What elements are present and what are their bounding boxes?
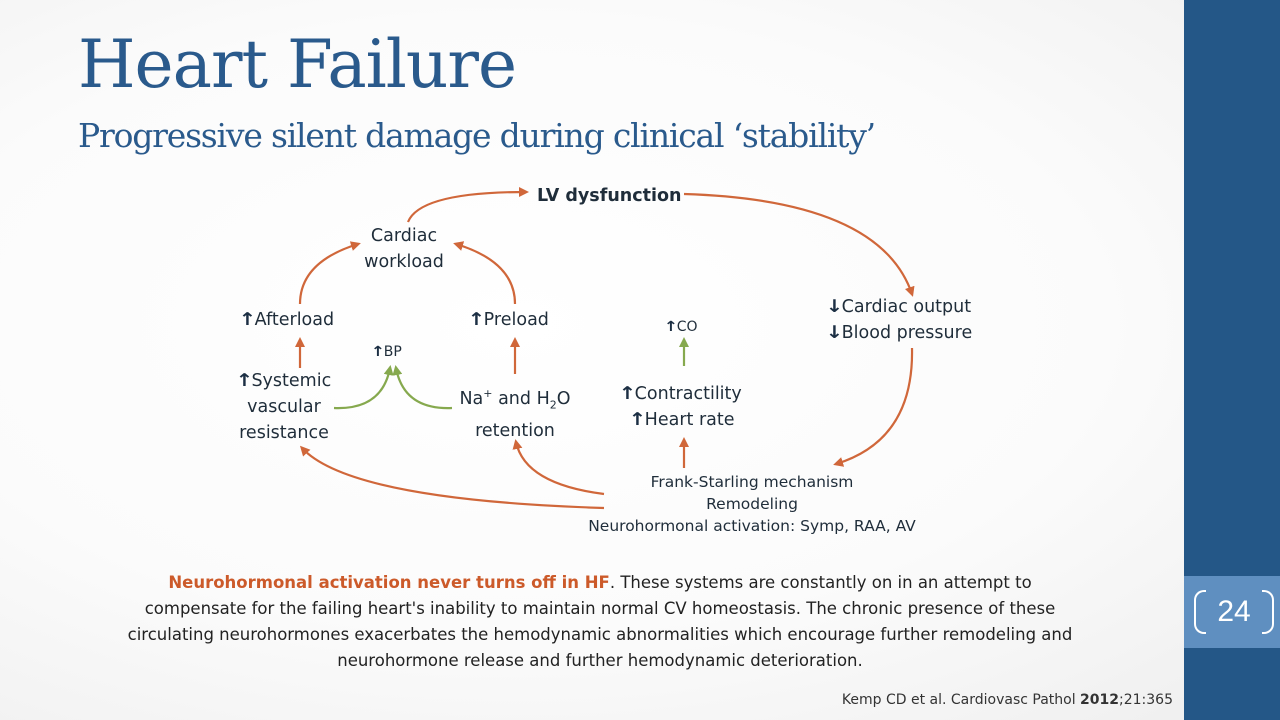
h2o-subscript: 2 (549, 398, 557, 412)
cardiac-workload-line2: workload (364, 252, 444, 272)
arrow-afterload-to-workload (298, 241, 361, 305)
svr-line2: vascular (247, 397, 321, 417)
diagram-arrows (295, 187, 915, 510)
na-mid: and H (492, 388, 550, 409)
na-superscript: + (483, 387, 493, 400)
page-bracket-left (1194, 590, 1206, 634)
up-arrow-icon: ↑ (238, 310, 257, 330)
citation: Kemp CD et al. Cardiovasc Pathol 2012;21… (842, 692, 1173, 708)
explanatory-note: Neurohormonal activation never turns off… (120, 570, 1080, 674)
arrow-preload-to-workload (453, 241, 517, 305)
arrow-lv-to-co (683, 192, 915, 297)
down-arrow-icon: ↓ (825, 297, 844, 317)
heart-rate-label: Heart rate (644, 410, 735, 430)
co-label: CO (676, 319, 698, 335)
page-number-box (1184, 576, 1280, 648)
node-svr: ↑Systemic vascular resistance (232, 368, 336, 446)
svr-line1: ↑Systemic (232, 368, 336, 394)
up-arrow-icon: ↑ (467, 310, 486, 330)
node-na-h2o-retention: Na+ and H2O retention (455, 381, 575, 444)
node-preload: ↑Preload (467, 307, 549, 333)
node-mechanisms: Frank-Starling mechanism Remodeling Neur… (576, 471, 928, 537)
down-arrow-icon: ↓ (825, 323, 844, 343)
na-h2o-line: Na+ and H2O (455, 381, 575, 418)
node-afterload: ↑Afterload (238, 307, 335, 333)
neurohormonal-line: Neurohormonal activation: Symp, RAA, AV (588, 517, 916, 535)
up-arrow-icon: ↑ (370, 344, 385, 360)
node-cardiac-workload: Cardiac workload (354, 223, 454, 275)
page-number: 24 (1217, 595, 1251, 628)
svr-line3: resistance (239, 423, 329, 443)
na-suffix: O (556, 388, 571, 409)
preload-label: Preload (483, 310, 549, 330)
cardiac-output-label: Cardiac output (841, 297, 972, 317)
contractility-label: Contractility (634, 384, 742, 404)
node-cardiac-output: ↓Cardiac output ↓Blood pressure (825, 294, 973, 346)
arrow-nh-to-retention (512, 439, 605, 496)
contractility-row: ↑Contractility (618, 381, 742, 407)
heart-rate-row: ↑Heart rate (620, 407, 742, 433)
arrow-co-to-frankstarling (833, 347, 914, 467)
up-arrow-icon: ↑ (628, 410, 647, 430)
cardiac-workload-line1: Cardiac (370, 226, 438, 246)
citation-suffix: ;21:365 (1119, 692, 1173, 708)
frank-starling-line: Frank-Starling mechanism (650, 473, 854, 491)
up-arrow-icon: ↑ (235, 371, 253, 391)
slide-subtitle: Progressive silent damage during clinica… (78, 116, 876, 155)
note-body: . These systems are constantly on in an … (127, 573, 1073, 670)
node-bp: ↑BP (370, 341, 402, 363)
arrow-workload-to-lv (406, 187, 529, 223)
arrow-retention-to-bp (392, 365, 453, 410)
bp-label: BP (383, 344, 402, 360)
cardiac-output-row: ↓Cardiac output (825, 294, 972, 320)
citation-year: 2012 (1080, 692, 1120, 708)
up-arrow-icon: ↑ (618, 384, 637, 404)
node-contractility: ↑Contractility ↑Heart rate (618, 381, 742, 433)
slide-title: Heart Failure (78, 26, 517, 103)
afterload-label: Afterload (254, 310, 335, 330)
arrow-nh-to-svr (299, 445, 605, 510)
arrow-svr-to-bp (333, 365, 394, 410)
node-co: ↑CO (663, 316, 698, 338)
page-bracket-right (1262, 590, 1274, 634)
node-lv-dysfunction: LV dysfunction (537, 186, 682, 206)
note-highlight: Neurohormonal activation never turns off… (168, 573, 610, 592)
svr-text1: Systemic (251, 371, 332, 391)
blood-pressure-label: Blood pressure (841, 323, 973, 343)
remodeling-line: Remodeling (706, 495, 798, 513)
citation-prefix: Kemp CD et al. Cardiovasc Pathol (841, 692, 1081, 708)
na-prefix: Na (459, 388, 484, 409)
retention-line: retention (475, 421, 555, 442)
up-arrow-icon: ↑ (663, 319, 678, 335)
blood-pressure-row: ↓Blood pressure (825, 320, 973, 346)
